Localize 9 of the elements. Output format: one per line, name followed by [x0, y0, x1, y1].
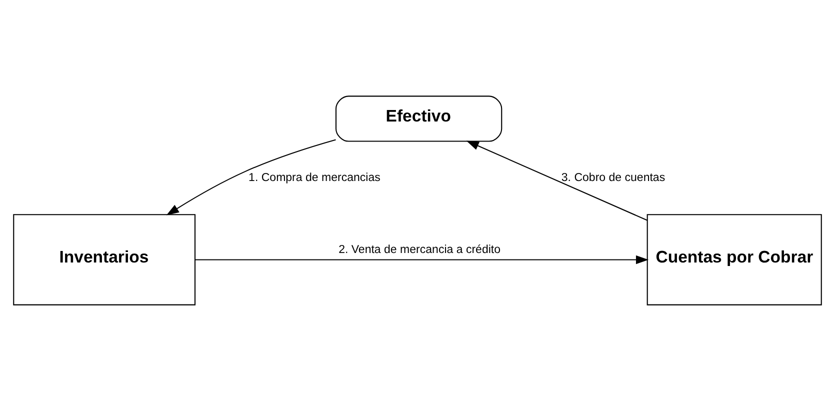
arrow	[195, 254, 649, 264]
node-box: Efectivo	[335, 95, 502, 142]
arrow	[466, 140, 648, 220]
node-box: Cuentas por Cobrar	[646, 214, 822, 305]
arrow	[166, 138, 336, 215]
edge-label: 1. Compra de mercancias	[248, 171, 380, 184]
edge-label: 3. Cobro de cuentas	[561, 171, 666, 184]
edge-label: 2. Venta de mercancia a crédito	[338, 244, 501, 256]
node-box: Inventarios	[13, 214, 196, 305]
